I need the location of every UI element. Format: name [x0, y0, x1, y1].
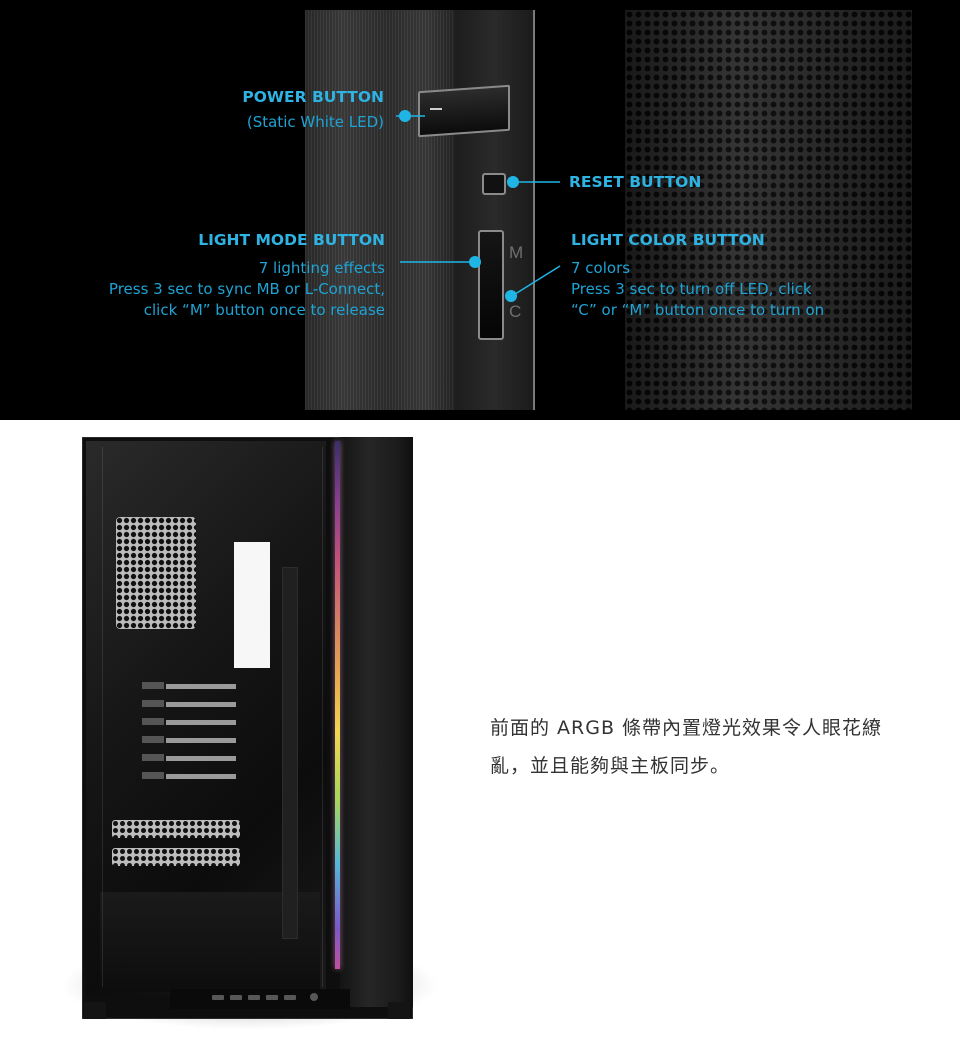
light-mode-line2: Press 3 sec to sync MB or L-Connect,	[108, 280, 385, 298]
rear-fan-mesh	[116, 517, 196, 629]
color-callout-dot	[505, 290, 517, 302]
mesh-panel	[625, 10, 912, 410]
mode-callout-dot	[469, 256, 481, 268]
glass-edge	[322, 447, 323, 987]
power-button-title: POWER BUTTON	[242, 88, 384, 106]
front-panel	[340, 437, 413, 1007]
pcie-slot	[166, 702, 236, 707]
pcie-slot	[166, 738, 236, 743]
light-color-line2: Press 3 sec to turn off LED, click	[571, 280, 812, 298]
feature-description: 前面的 ARGB 條帶內置燈光效果令人眼花繚亂，並且能夠與主板同步。	[490, 717, 883, 777]
button-strip-panel	[455, 10, 535, 410]
case-foot	[388, 1002, 410, 1019]
reset-button-graphic	[482, 173, 506, 195]
reset-callout-dot	[507, 176, 519, 188]
light-color-title: LIGHT COLOR BUTTON	[571, 231, 765, 249]
pcie-bracket	[142, 718, 164, 725]
c-letter: C	[509, 302, 522, 321]
callout-lines	[396, 115, 561, 297]
cable-cutout	[234, 542, 270, 668]
audio-jack	[310, 993, 318, 1001]
light-mode-line3: click “M” button once to release	[143, 301, 385, 319]
case-foot	[84, 1002, 106, 1019]
pcie-bracket	[142, 754, 164, 761]
argb-strip	[335, 441, 340, 969]
panel-edge-line	[533, 10, 535, 410]
usb-c-port	[284, 995, 296, 1000]
usb-port	[248, 995, 260, 1000]
front-io-bar	[170, 989, 350, 1009]
mode-color-button-graphic	[478, 230, 504, 340]
light-mode-line1: 7 lighting effects	[258, 259, 385, 277]
light-color-line3: “C” or “M” button once to turn on	[571, 301, 825, 319]
glass-edge	[102, 447, 103, 987]
pcie-bracket	[142, 700, 164, 707]
pcie-slot	[166, 756, 236, 761]
reset-button-title: RESET BUTTON	[569, 173, 702, 191]
pcie-slot	[166, 774, 236, 779]
usb-port	[230, 995, 242, 1000]
pcie-bracket	[142, 772, 164, 779]
usb-port	[266, 995, 278, 1000]
power-callout-dot	[399, 110, 411, 122]
light-mode-title: LIGHT MODE BUTTON	[198, 231, 385, 249]
m-letter: M	[509, 243, 524, 262]
light-color-line1: 7 colors	[571, 259, 631, 277]
brushed-aluminum-panel	[305, 10, 455, 410]
color-leader-line	[511, 265, 561, 297]
pc-case-image	[82, 437, 413, 1019]
feature-banner: M C POWER BUTTON (Static White LED) RESE…	[0, 0, 960, 420]
pcie-bracket	[142, 682, 164, 689]
usb-port	[212, 995, 224, 1000]
power-led-mark	[430, 108, 442, 110]
pcie-slot	[166, 720, 236, 725]
pcie-bracket	[142, 736, 164, 743]
pcie-slot	[166, 684, 236, 689]
psu-vent	[112, 848, 240, 866]
psu-vent	[112, 820, 240, 838]
side-rib	[282, 567, 298, 939]
power-button-subtitle: (Static White LED)	[246, 113, 384, 131]
